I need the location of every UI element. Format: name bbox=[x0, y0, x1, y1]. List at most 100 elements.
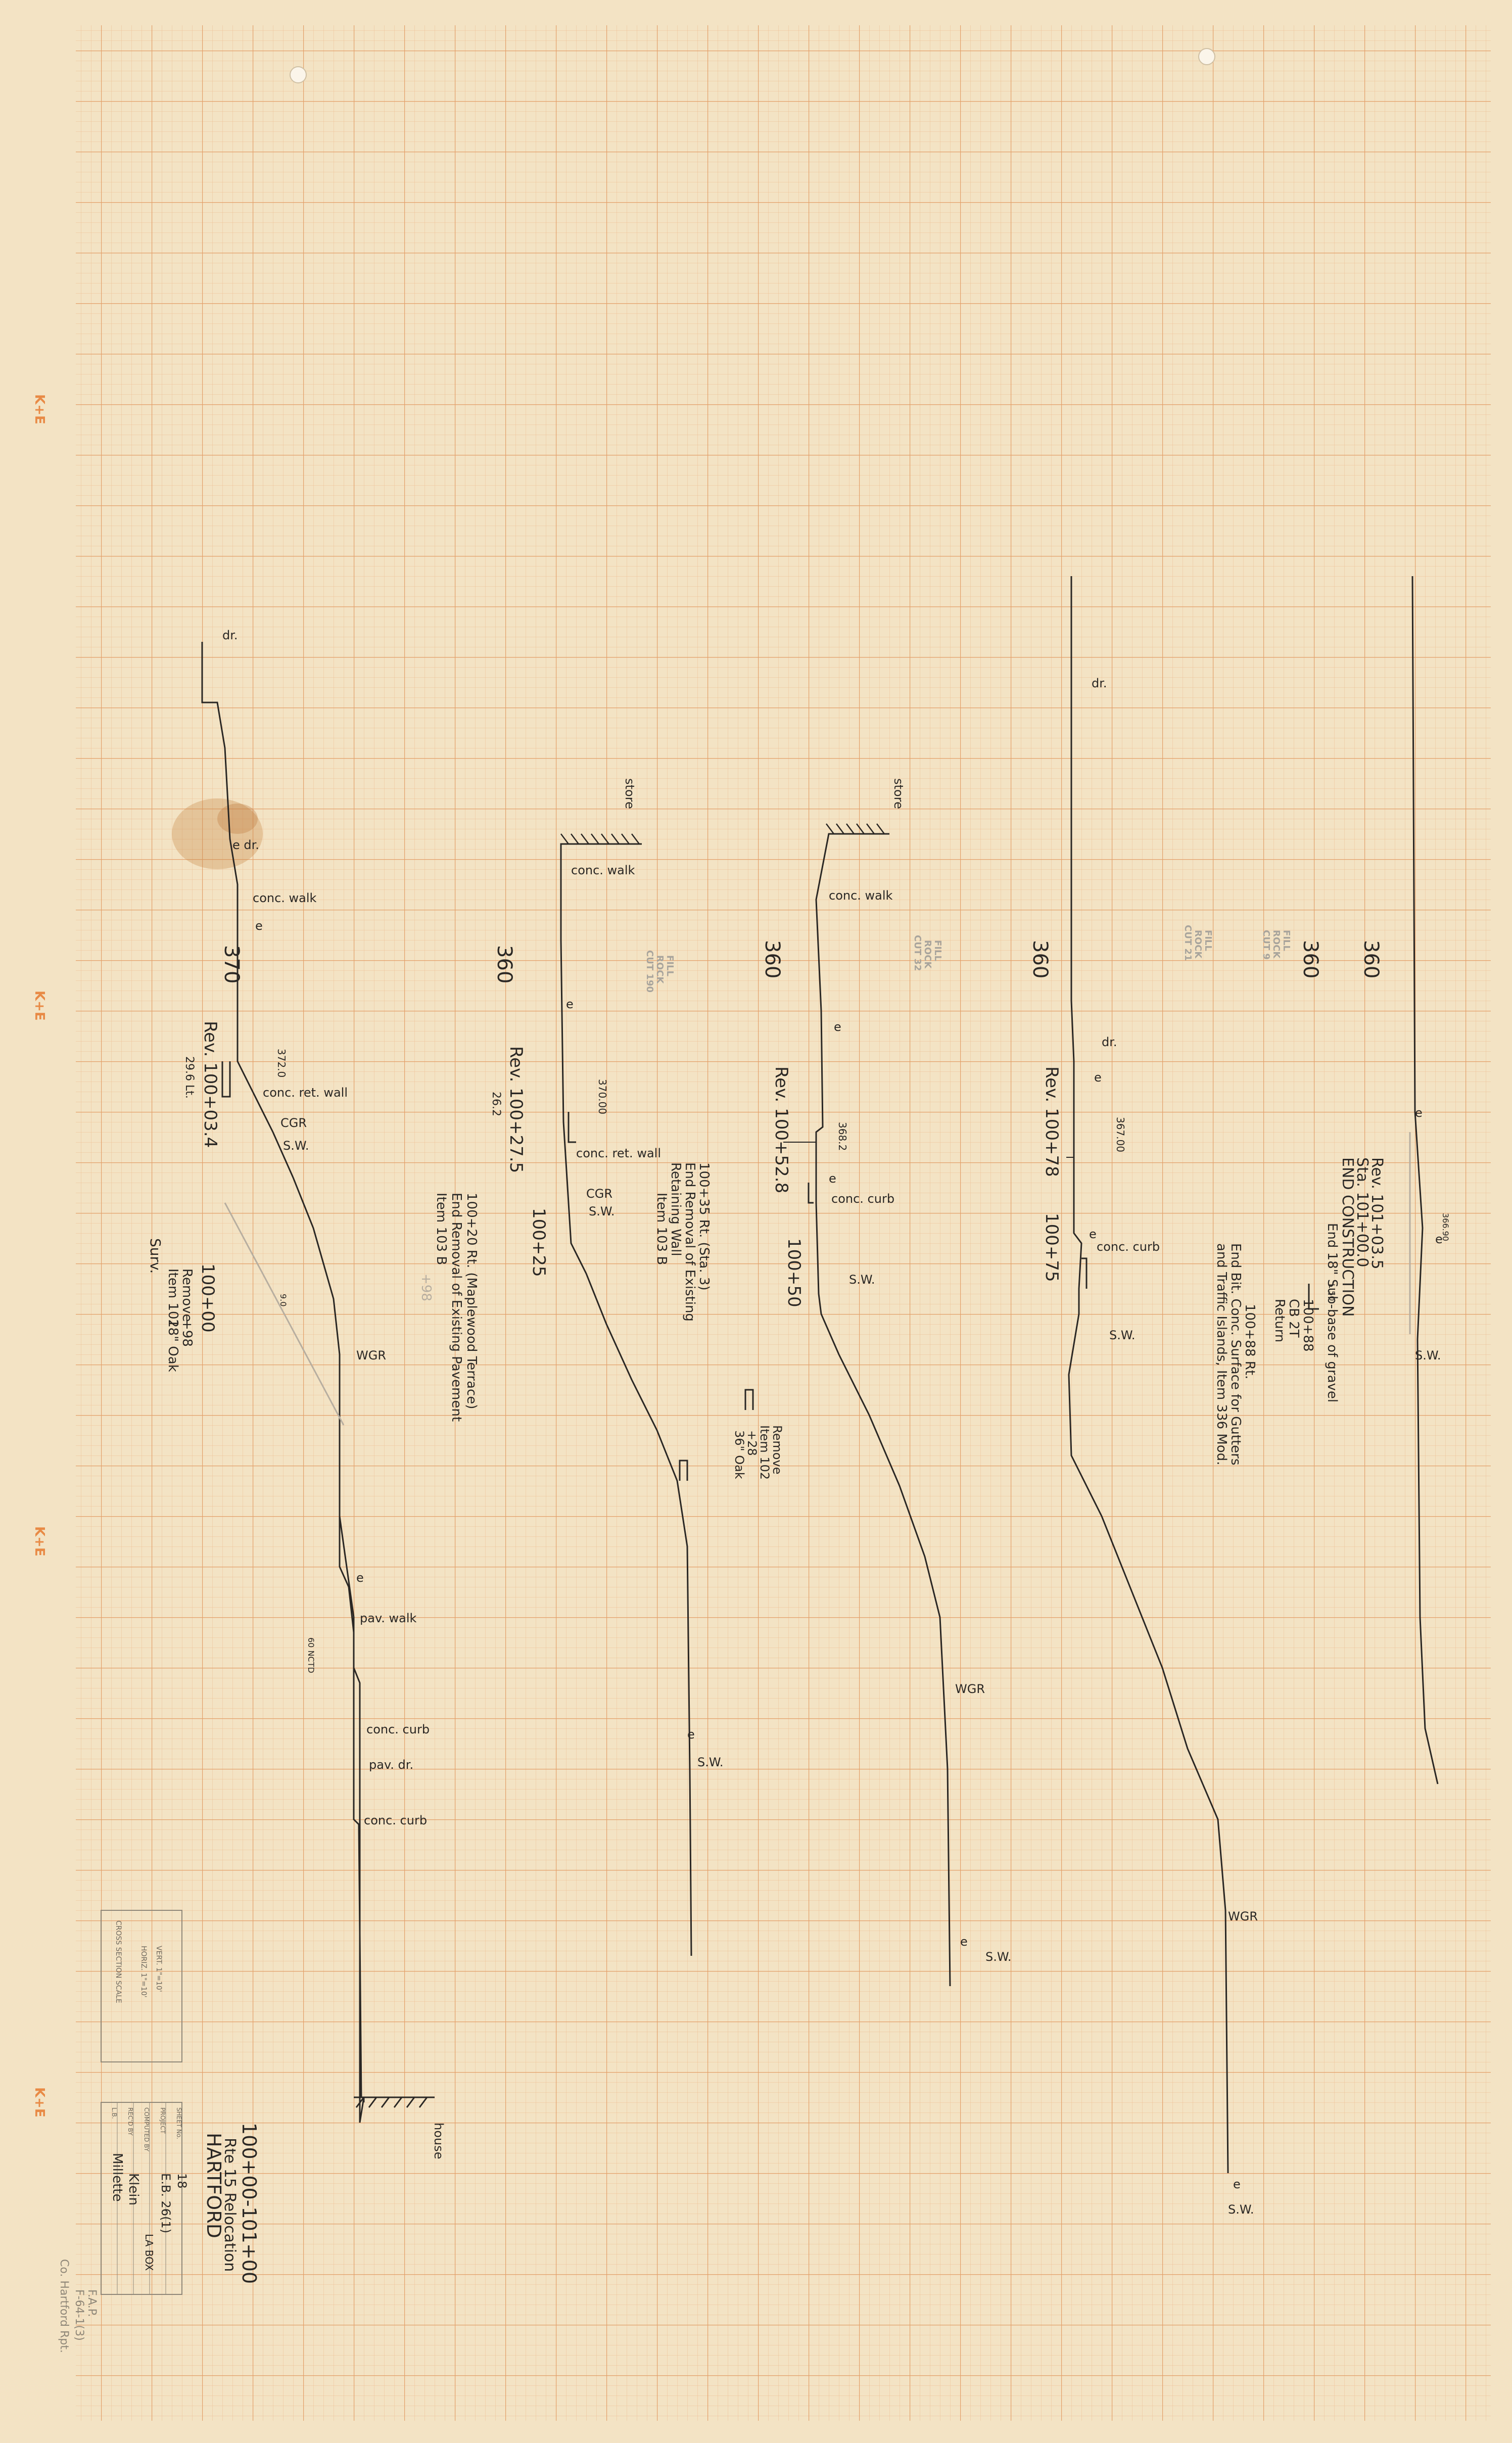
feature-label: house bbox=[432, 2123, 446, 2159]
scale-box-title: CROSS SECTION SCALE bbox=[114, 1920, 122, 2003]
tree-symbol bbox=[744, 1389, 754, 1410]
note-line: +98 bbox=[179, 1319, 195, 1347]
feature-label: e bbox=[1415, 1106, 1423, 1120]
cut-fill-label: FILL bbox=[932, 940, 943, 961]
scale-box: CROSS SECTION SCALE HORIZ. 1"=10' VERT. … bbox=[101, 1910, 182, 2062]
hatch bbox=[406, 2097, 415, 2108]
hatch bbox=[846, 823, 855, 834]
offset-label: Rev. 100+78 bbox=[1042, 1066, 1062, 1177]
tree-symbol bbox=[679, 1460, 688, 1481]
cut-fill-label: CUT 21 bbox=[1183, 925, 1193, 961]
hatch bbox=[355, 2097, 365, 2108]
note-line: End 18" Sub-base of gravel bbox=[1325, 1223, 1340, 1402]
scale-vertical: VERT. 1"=10' bbox=[155, 1946, 163, 1992]
punch-hole bbox=[290, 66, 307, 83]
ground-profile-line bbox=[1081, 1257, 1088, 1289]
hatch bbox=[836, 823, 844, 834]
note3-line: End Bit. Conc. Surface for Gutters bbox=[1228, 1243, 1243, 1465]
punch-hole bbox=[1198, 48, 1215, 65]
note-line: Rev. 101+03.5 bbox=[1368, 1157, 1386, 1270]
field-book-value: 18 bbox=[175, 2173, 189, 2189]
cut-fill-label: CUT 9 bbox=[1261, 930, 1271, 960]
feature-label: WGR bbox=[356, 1348, 386, 1363]
note3-line: and Traffic Islands, Item 336 Mod. bbox=[1214, 1243, 1229, 1465]
ground-profile-line bbox=[1068, 576, 1229, 2174]
feature-label: store bbox=[623, 778, 637, 809]
ground-profile-line bbox=[201, 642, 365, 2123]
grade-note: 9.0 bbox=[278, 1294, 288, 1306]
hatch bbox=[418, 2097, 428, 2108]
note-line: Sta. 101+00.0 bbox=[1353, 1157, 1371, 1267]
feature-label: S.W. bbox=[985, 1950, 1011, 1964]
feature-label: pav. walk bbox=[360, 1611, 417, 1625]
feature-label: CGR bbox=[280, 1116, 307, 1130]
note-line: 100+20 Rt. (Maplewood Terrace) bbox=[464, 1193, 479, 1409]
hatch bbox=[601, 833, 609, 844]
margin-stamp: K+E bbox=[32, 991, 47, 1021]
field-book-block: L.B. Millette REC'D BY Klein COMPUTED BY… bbox=[101, 2102, 189, 2295]
cut-fill-label: CUT 190 bbox=[644, 950, 655, 993]
field-book-key: PROJECT bbox=[159, 2107, 166, 2134]
feature-label: conc. ret. wall bbox=[263, 1086, 348, 1100]
offset-label: Rev. 100+52.8 bbox=[771, 1066, 791, 1193]
remove-note: 36" Oak bbox=[732, 1430, 746, 1479]
feature-label: S.W. bbox=[283, 1139, 309, 1153]
note-line-pencil: +98 bbox=[418, 1274, 434, 1301]
cut-fill-label: FILL bbox=[1203, 930, 1213, 951]
feature-label: conc. walk bbox=[253, 891, 317, 905]
note-line: Remove bbox=[179, 1269, 195, 1322]
note2-line: CB 2T bbox=[1286, 1299, 1301, 1338]
feature-label: S.W. bbox=[1415, 1348, 1441, 1363]
feature-label: store bbox=[891, 778, 906, 809]
hatch bbox=[611, 833, 620, 844]
feature-label: conc. curb bbox=[366, 1722, 430, 1736]
elevation-mark: 360 bbox=[761, 940, 784, 978]
feature-label: dr. bbox=[1092, 676, 1107, 690]
note3-line: 100+88 Rt. bbox=[1242, 1304, 1257, 1379]
feature-label: e bbox=[566, 997, 574, 1011]
field-book-key: COMPUTED BY bbox=[143, 2107, 150, 2152]
feature-label: pav. dr. bbox=[369, 1758, 413, 1772]
feature-label: conc. curb bbox=[364, 1813, 427, 1827]
elevation-mark: 360 bbox=[1028, 940, 1052, 978]
cut-fill-label: ROCK bbox=[654, 955, 665, 984]
feature-label: conc. ret. wall bbox=[576, 1146, 661, 1160]
feature-label: e bbox=[960, 1935, 968, 1949]
note-line: Item 103 B bbox=[434, 1193, 449, 1265]
feature-label: dr. bbox=[222, 628, 238, 642]
feature-label: e bbox=[834, 1020, 841, 1034]
datum-value: 368.2 bbox=[836, 1122, 848, 1151]
feature-label: e bbox=[356, 1571, 364, 1585]
feature-label: 366.90 bbox=[1441, 1213, 1450, 1241]
offset-label: Rev. 100+27.5 bbox=[506, 1046, 526, 1173]
scale-horizontal: HORIZ. 1"=10' bbox=[139, 1946, 148, 1998]
remove-note: +28 bbox=[745, 1430, 759, 1456]
slope-note: 60 NCTD bbox=[306, 1637, 316, 1673]
datum-value: 372.0 bbox=[275, 1049, 288, 1077]
feature-label: S.W. bbox=[1109, 1328, 1135, 1342]
feature-label: e bbox=[1233, 2177, 1241, 2191]
hatch bbox=[856, 823, 865, 834]
hatch bbox=[368, 2097, 377, 2108]
note-line: End Removal of Existing Pavement bbox=[449, 1193, 464, 1422]
field-book-key: REC'D BY bbox=[127, 2107, 134, 2136]
stain bbox=[172, 798, 263, 869]
note2-line: 100+88 bbox=[1300, 1299, 1315, 1352]
feature-label: e bbox=[1435, 1232, 1443, 1246]
cut-fill-label: CUT 32 bbox=[912, 935, 923, 971]
field-book-value: Millette bbox=[110, 2153, 125, 2201]
elevation-mark: 370 bbox=[220, 945, 243, 983]
note-line: 18" Oak bbox=[165, 1319, 180, 1372]
note-line: END CONSTRUCTION bbox=[1339, 1157, 1356, 1317]
survey-label: Surv. bbox=[147, 1238, 164, 1274]
feature-label: e dr. bbox=[232, 838, 259, 852]
feature-label: conc. curb bbox=[1097, 1240, 1160, 1254]
feature-label: e bbox=[255, 919, 263, 933]
hatch bbox=[621, 833, 630, 844]
marker-bracket bbox=[1308, 1284, 1319, 1310]
feature-label: S.W. bbox=[589, 1204, 615, 1218]
corner-stamp: Co. Hartford Rpt. bbox=[58, 2259, 70, 2353]
margin-stamp: K+E bbox=[32, 2087, 47, 2118]
graph-grid-major bbox=[76, 25, 1491, 2421]
